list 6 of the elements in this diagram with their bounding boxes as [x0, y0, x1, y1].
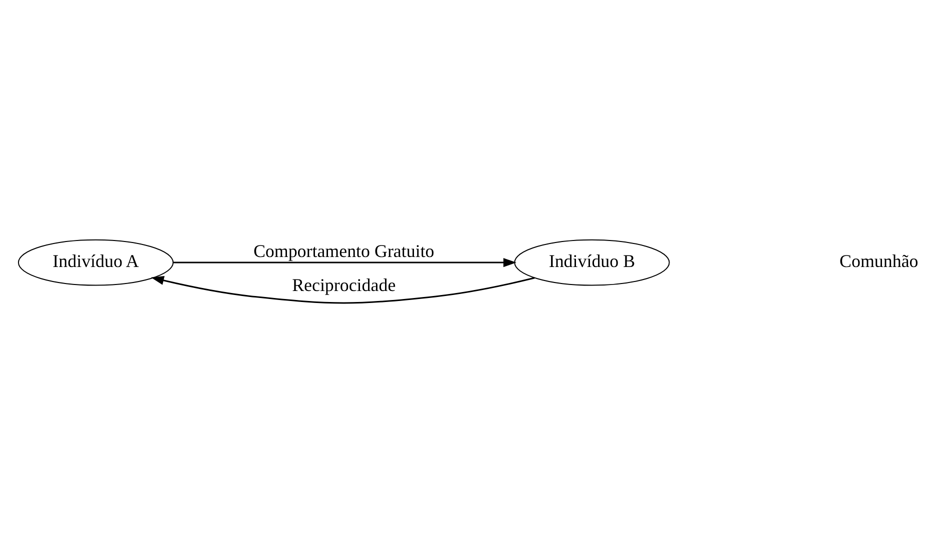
- arrow: [150, 276, 535, 304]
- edge-label: Reciprocidade: [292, 274, 396, 294]
- edge-label: Comportamento Gratuito: [253, 240, 434, 260]
- label: Comunhão: [840, 250, 918, 270]
- arrow: [173, 258, 516, 267]
- node-ellipse: Indivíduo B: [514, 238, 670, 286]
